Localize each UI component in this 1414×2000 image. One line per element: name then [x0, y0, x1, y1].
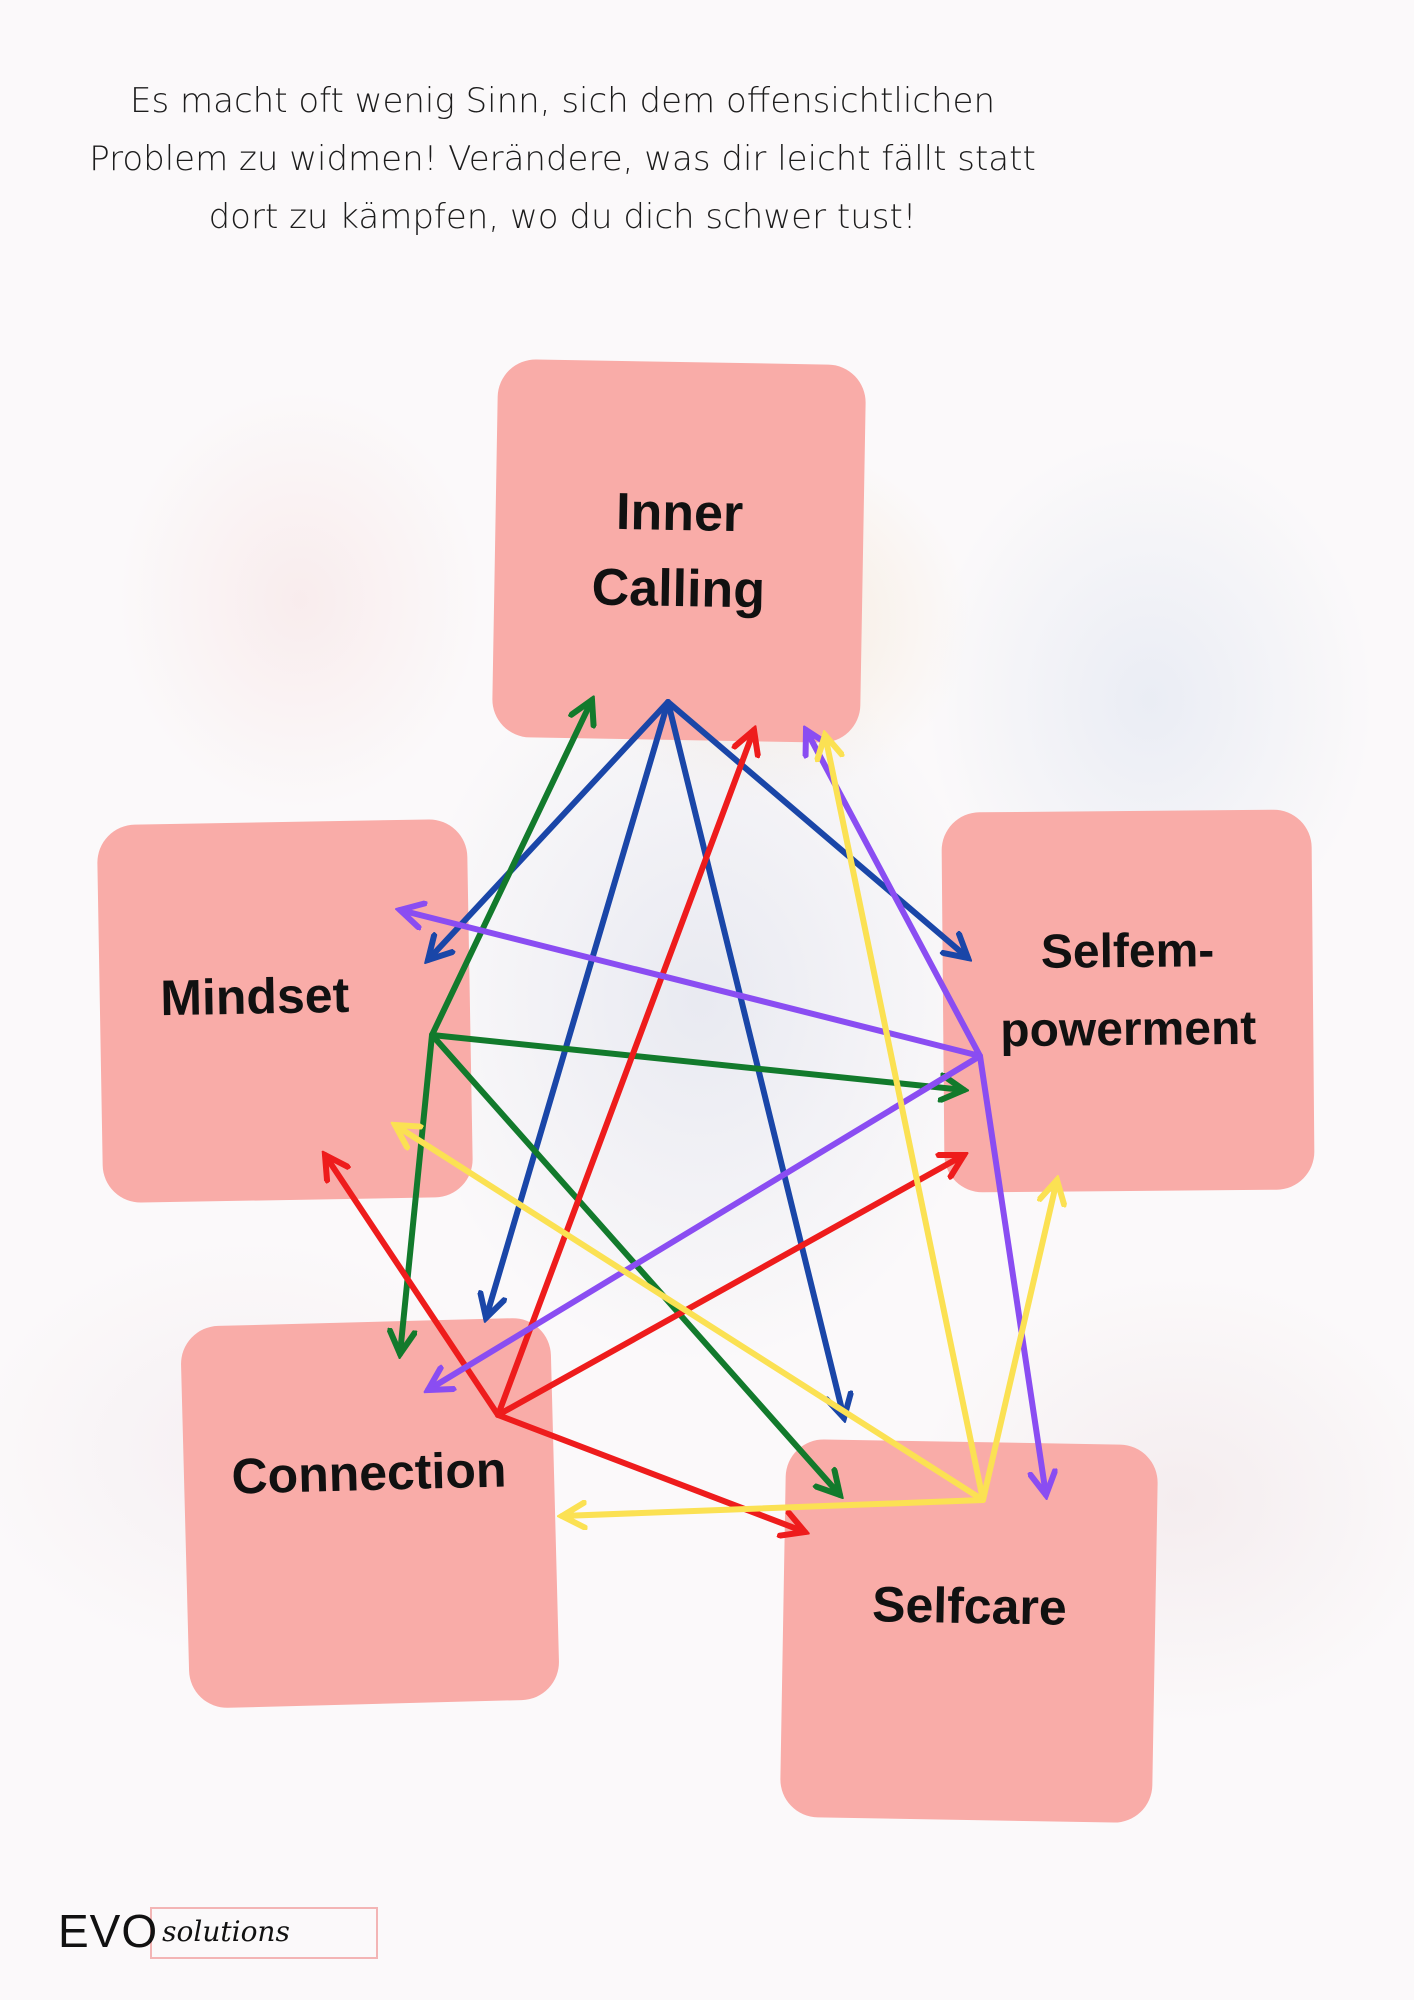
arrow-mindset-to-selfempowerment	[429, 1032, 964, 1090]
arrow-selfempowerment-to-mindset	[400, 910, 983, 1059]
arrow-selfcare-to-inner-calling	[825, 735, 986, 1503]
arrow-mindset-to-connection	[400, 1032, 435, 1354]
arrow-inner-calling-to-selfcare	[665, 699, 844, 1418]
arrow-connection-to-mindset	[325, 1155, 501, 1418]
arrow-connection-to-inner-calling	[495, 730, 754, 1418]
arrow-selfempowerment-to-connection	[428, 1053, 983, 1390]
intro-text: Es macht oft wenig Sinn, sich dem offens…	[40, 72, 1085, 246]
arrow-connection-to-selfcare	[495, 1412, 805, 1532]
arrow-mindset-to-inner-calling	[429, 700, 592, 1038]
intro-line-3: dort zu kämpfen, wo du dich schwer tust!	[208, 197, 917, 237]
arrow-selfcare-to-selfempowerment	[980, 1180, 1057, 1503]
logo-brand: EVO	[58, 1905, 159, 1957]
arrow-inner-calling-to-connection	[486, 699, 671, 1318]
arrow-connection-to-selfempowerment	[495, 1155, 964, 1418]
intro-line-2: Problem zu widmen! Verändere, was dir le…	[89, 139, 1036, 179]
arrow-selfempowerment-to-selfcare	[977, 1053, 1046, 1495]
logo-suffix: solutions	[162, 1914, 290, 1948]
arrow-selfcare-to-connection	[562, 1497, 986, 1516]
arrow-inner-calling-to-selfempowerment	[665, 699, 968, 958]
arrow-inner-calling-to-mindset	[428, 699, 671, 960]
arrow-selfcare-to-mindset	[395, 1125, 986, 1503]
intro-line-1: Es macht oft wenig Sinn, sich dem offens…	[130, 81, 995, 121]
logo-frame	[150, 1907, 378, 1959]
evo-solutions-logo: EVO solutions	[58, 1903, 378, 1959]
